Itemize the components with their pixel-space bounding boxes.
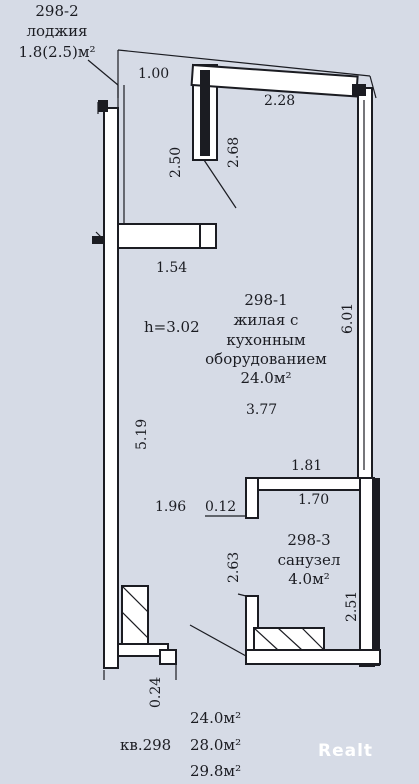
dim-1-70: 1.70 (298, 492, 329, 508)
door-swing-entry (189, 624, 247, 657)
partition-cap (92, 236, 104, 244)
summary-area1: 24.0м² (190, 709, 241, 727)
dim-1-54: 1.54 (156, 260, 187, 276)
dim-2-51: 2.51 (344, 591, 360, 622)
partition-end (199, 223, 217, 249)
dim-1-96: 1.96 (155, 499, 186, 515)
ceiling-height: h=3.02 (144, 318, 200, 336)
bathroom-left-wall (245, 477, 259, 519)
loggia-outer-line (117, 49, 371, 77)
bathtub-hatch-3 (301, 627, 325, 651)
right-lower-core (372, 478, 380, 666)
living-number: 298-1 (244, 291, 287, 309)
dim-2-28: 2.28 (264, 93, 295, 109)
bathroom-top-wall (245, 477, 361, 491)
entry-stub (159, 649, 177, 665)
dim-2-68: 2.68 (226, 137, 242, 168)
living-line1: жилая с (234, 311, 299, 329)
loggia-area: 1.8(2.5)м² (18, 43, 95, 61)
dim-0-12: 0.12 (205, 499, 236, 515)
left-wall-cap (98, 100, 108, 112)
dim-3-77: 3.77 (246, 402, 277, 418)
kitchen-hatch-1 (121, 585, 149, 613)
kitchen-hatch-2 (121, 611, 149, 639)
loggia-leader (87, 59, 119, 86)
door-swing-top (203, 159, 237, 209)
summary-area3: 29.8м² (190, 762, 241, 780)
living-area: 24.0м² (240, 369, 291, 387)
bathroom-name: санузел (278, 551, 341, 569)
left-outer-wall (103, 107, 119, 669)
loggia-number: 298-2 (35, 2, 78, 20)
loggia-name: лоджия (26, 22, 87, 40)
bottom-wall-right (245, 649, 381, 665)
dim-0-24: 0.24 (148, 677, 164, 708)
bathroom-number: 298-3 (287, 531, 330, 549)
right-wall-cap (352, 84, 366, 96)
loggia-outer-right (369, 75, 377, 99)
bathroom-area: 4.0м² (288, 570, 330, 588)
dim-6-01: 6.01 (340, 303, 356, 334)
top-wall-core (200, 70, 210, 156)
dim-1-81: 1.81 (291, 458, 322, 474)
watermark-logo: Realt (318, 741, 373, 761)
dim-5-19: 5.19 (134, 419, 150, 450)
dim-2-63: 2.63 (226, 552, 242, 583)
apartment-number: кв.298 (120, 736, 171, 754)
bath-door-mark (237, 593, 247, 597)
summary-area2: 28.0м² (190, 736, 241, 754)
right-outer-wall (357, 87, 373, 479)
bathtub-hatch-2 (277, 627, 303, 651)
living-line2: кухонным (226, 331, 306, 349)
kitchen-unit (121, 585, 149, 649)
dim-1-00: 1.00 (138, 66, 169, 82)
right-lower-wall (359, 477, 375, 667)
bathtub-hatch-1 (253, 627, 279, 651)
dim-2-50: 2.50 (168, 147, 184, 178)
living-line3: оборудованием (205, 350, 327, 368)
